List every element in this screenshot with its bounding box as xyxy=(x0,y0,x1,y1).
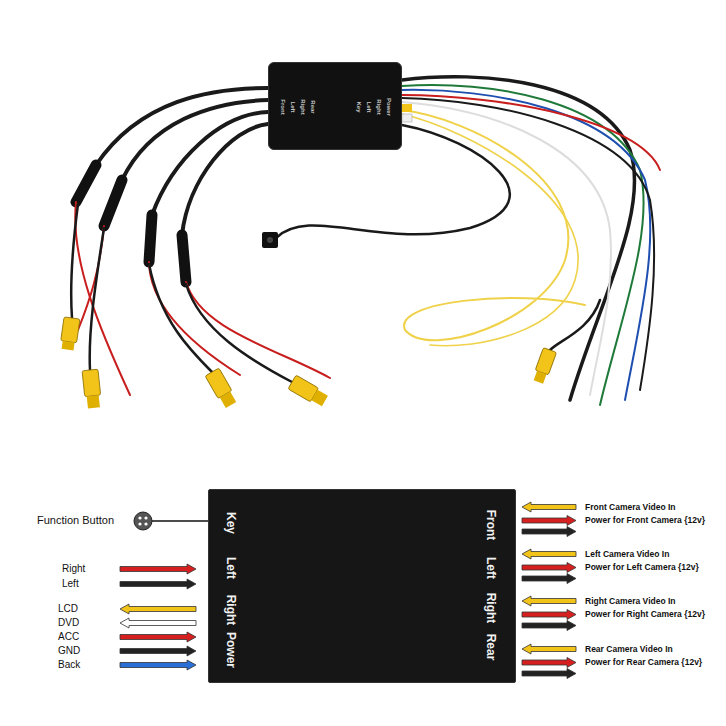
port-label: Power xyxy=(386,98,392,116)
signal-arrow xyxy=(522,621,576,631)
signal-arrow xyxy=(522,596,576,606)
signal-arrow xyxy=(120,604,196,614)
wire-label: ACC xyxy=(58,631,79,643)
wire-label: LCD xyxy=(58,603,78,615)
port-label: Power xyxy=(225,632,237,668)
signal-arrow xyxy=(522,527,576,537)
signal-label: Power for Left Camera {12v} xyxy=(585,562,709,573)
port-label: Front xyxy=(485,510,497,541)
signal-arrow xyxy=(120,618,196,628)
button-label: Function Button xyxy=(37,514,114,526)
signal-label: Left Camera Video In xyxy=(585,549,709,560)
port-label: Left xyxy=(290,102,296,113)
wire-label: Left xyxy=(62,578,79,590)
signal-label: Rear Camera Video In xyxy=(585,644,709,655)
port-label: Rear xyxy=(485,634,497,661)
port-label: Front xyxy=(280,99,286,114)
signal-arrow xyxy=(522,549,576,559)
signal-arrow xyxy=(522,563,576,573)
port-label: Left xyxy=(485,557,497,579)
signal-label: Power for Rear Camera {12v} xyxy=(585,657,709,668)
wire-label: Back xyxy=(58,659,80,671)
port-label: Left xyxy=(366,102,372,113)
signal-arrow xyxy=(120,564,196,574)
port-label: Key xyxy=(356,101,362,112)
signal-arrow xyxy=(522,516,576,526)
port-label: Right xyxy=(485,593,497,624)
port-label: Left xyxy=(225,557,237,579)
wire-label: GND xyxy=(58,645,80,657)
signal-arrow xyxy=(522,610,576,620)
signal-label: Right Camera Video In xyxy=(585,596,709,607)
switcher-box: KeyLeftRightPower FrontLeftRightRear xyxy=(208,489,516,683)
port-label: Rear xyxy=(310,100,316,113)
signal-arrow xyxy=(120,632,196,642)
port-label: Right xyxy=(225,595,237,626)
product-photo-box: Front Left Right Rear Key Left Right Power xyxy=(268,62,402,150)
signal-label: Power for Front Camera {12v} xyxy=(585,515,709,526)
wire-label: DVD xyxy=(58,617,79,629)
signal-arrow xyxy=(522,669,576,679)
signal-label: Front Camera Video In xyxy=(585,502,709,513)
port-label: Right xyxy=(300,99,306,114)
signal-label: Power for Right Camera {12v} xyxy=(585,609,709,620)
port-label: Right xyxy=(376,99,382,114)
port-label: Key xyxy=(225,512,237,534)
signal-arrow xyxy=(522,658,576,668)
signal-arrow xyxy=(522,644,576,654)
signal-arrow xyxy=(522,574,576,584)
wire-label: Right xyxy=(62,563,85,575)
signal-arrow xyxy=(522,502,576,512)
signal-arrow xyxy=(120,646,196,656)
signal-arrow xyxy=(120,579,196,589)
signal-arrow xyxy=(120,660,196,670)
